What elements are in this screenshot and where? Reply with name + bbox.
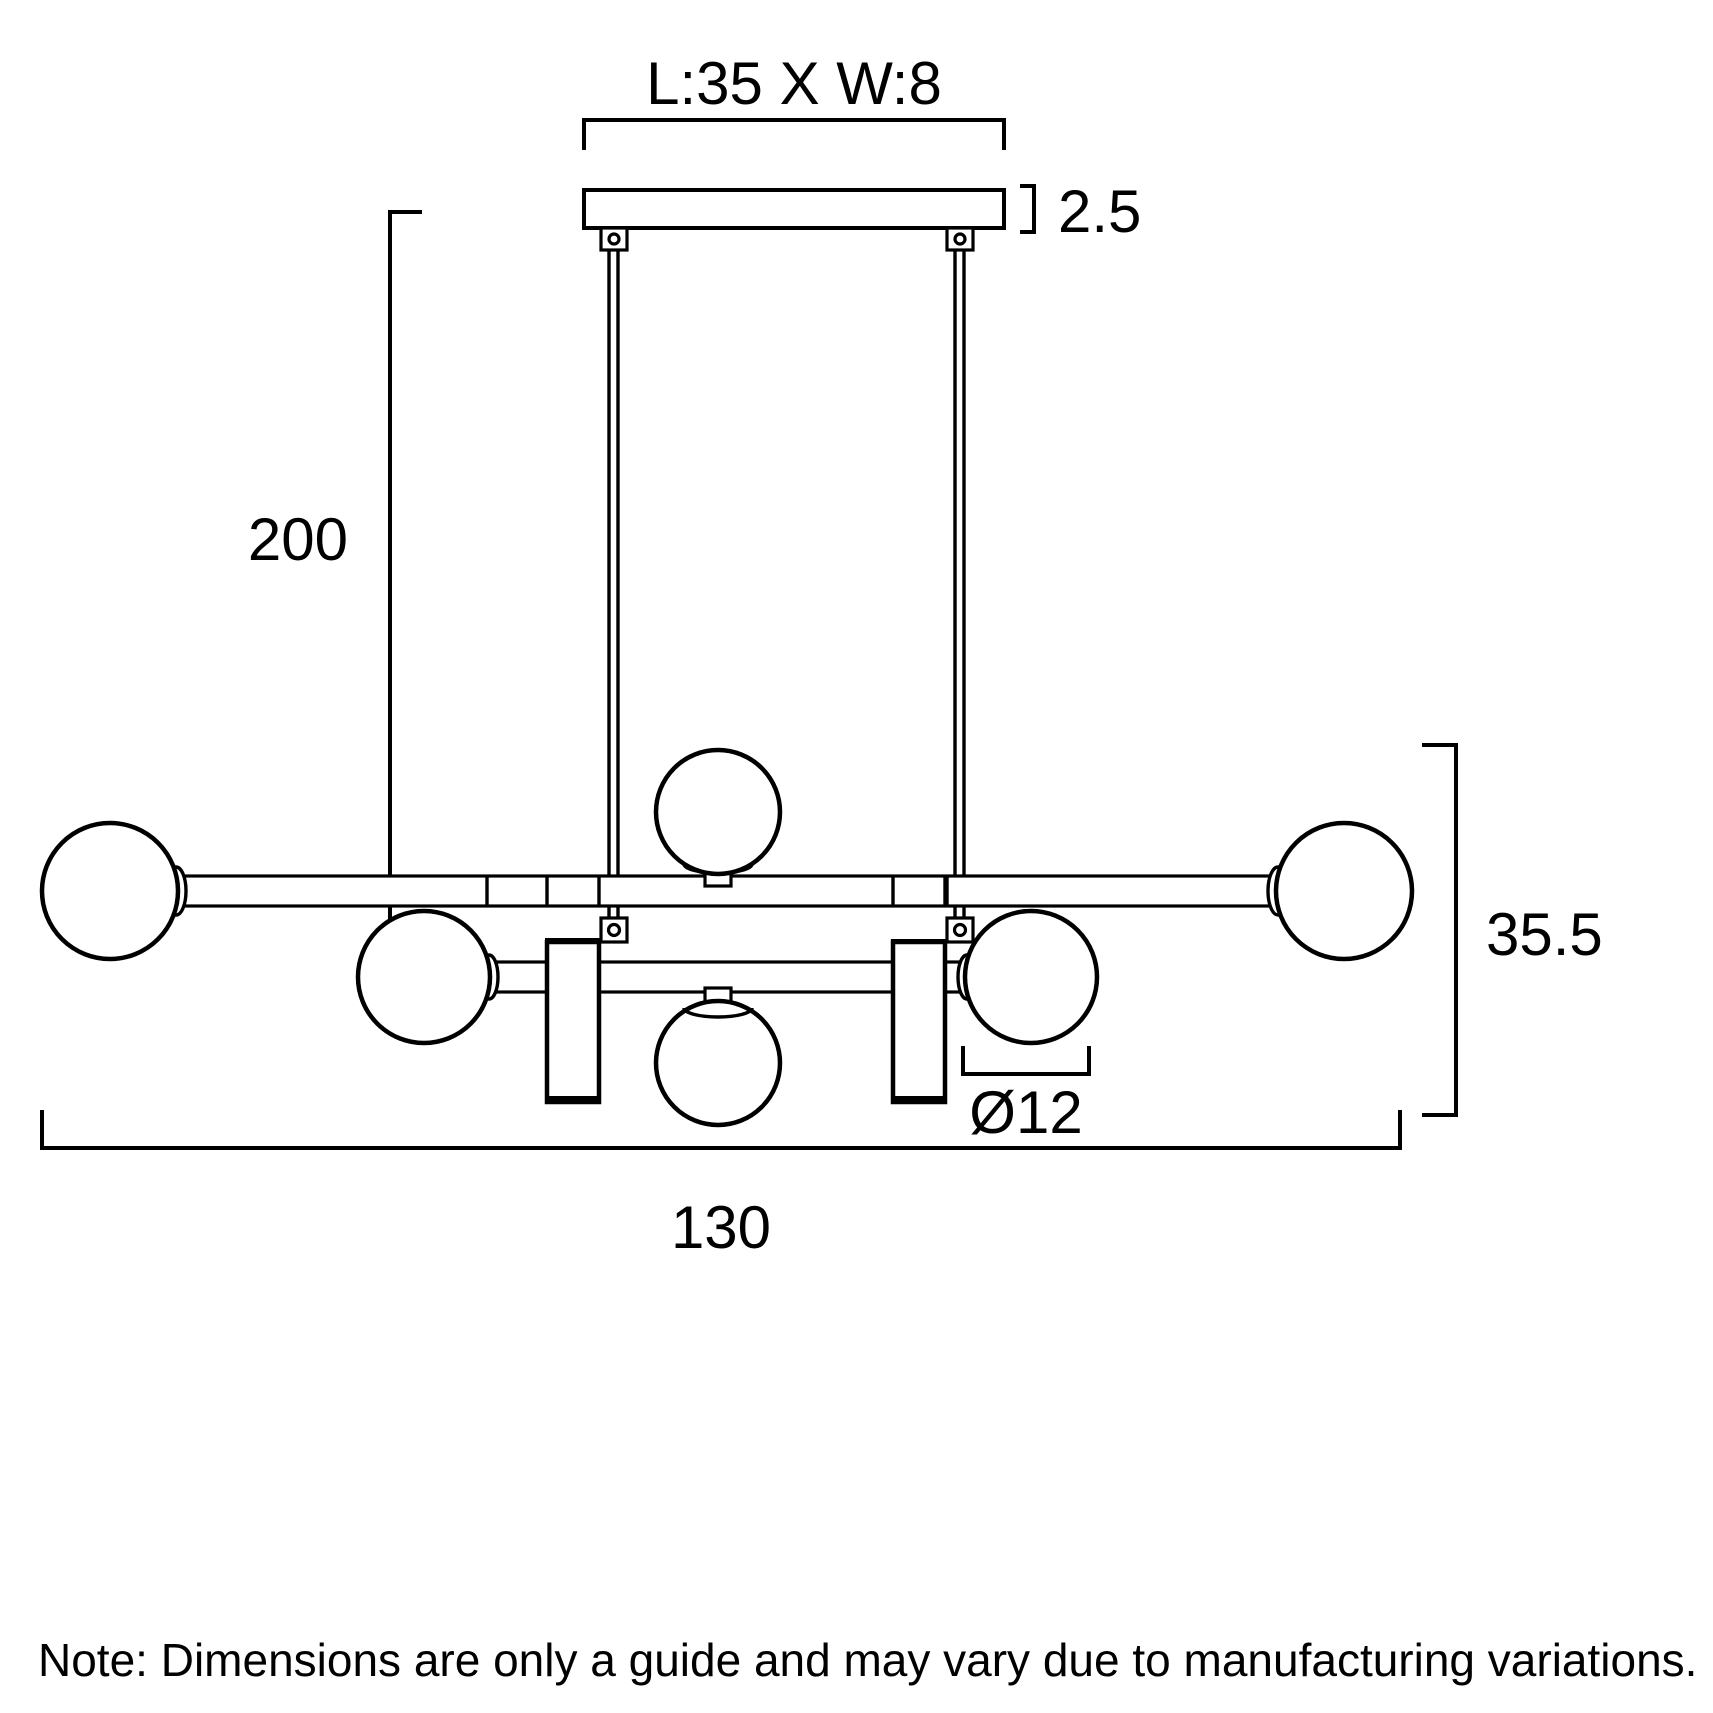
globe-diameter-bracket (961, 1046, 1091, 1076)
overall-height-bracket (1422, 743, 1458, 1117)
globe-right-outer-sphere (1273, 820, 1415, 962)
rod-right-canopy-hook-pin (953, 232, 967, 246)
overall-width-label: 130 (671, 1194, 771, 1261)
globe-lower-center-collar-arc (682, 1007, 754, 1019)
globe-lower-right (956, 908, 1100, 1046)
overall-height-dimension (1422, 743, 1458, 1117)
canopy-width-dimension (582, 118, 1006, 150)
connector-post-right-tall (890, 939, 948, 1105)
canopy-thickness-label: 2.5 (1058, 178, 1141, 245)
drop-height-dimension (388, 210, 422, 927)
globe-right-outer (1266, 820, 1415, 962)
globe-left-outer (39, 820, 188, 962)
canopy-thickness-bracket (1020, 184, 1036, 234)
suspension-rod-left (599, 226, 629, 944)
arm-post-intersections (545, 876, 947, 906)
connector-post-right-cap (893, 1096, 945, 1103)
canopy-plate (582, 188, 1006, 230)
connector-post-left-tall (544, 939, 602, 1105)
globe-lower-center-sphere (653, 998, 783, 1128)
connector-posts-tall (544, 939, 948, 1105)
canopy-thickness-dimension (1020, 184, 1036, 234)
overall-width-bracket (40, 1110, 1402, 1150)
overall-height-label: 35.5 (1486, 901, 1603, 968)
rod-right-block-hook-pin (952, 922, 968, 938)
ceiling-canopy (582, 188, 1006, 230)
dimensions-note: Note: Dimensions are only a guide and ma… (38, 1634, 1697, 1686)
globe-upper-center (653, 747, 783, 888)
globe-upper-center-sphere (653, 747, 783, 877)
overall-width-dimension (40, 1110, 1402, 1150)
rod-left-block-hook-pin (606, 922, 622, 938)
rod-left-canopy-hook-pin (607, 232, 621, 246)
globe-lower-right-sphere (962, 908, 1100, 1046)
connector-post-left-cap (547, 1096, 599, 1103)
globe-lower-center (653, 986, 783, 1128)
canopy-width-label: L:35 X W:8 (646, 50, 942, 117)
globe-left-outer-sphere (39, 820, 181, 962)
suspension-rod-right (945, 226, 975, 944)
globe-lower-left-sphere (355, 908, 493, 1046)
drop-height-dimension-bracket (388, 210, 422, 927)
globe-lower-left (355, 908, 500, 1046)
canopy-width-dimension-bracket (582, 118, 1006, 150)
globe-diameter-label: Ø12 (969, 1079, 1082, 1146)
globe-diameter-dimension (961, 1046, 1091, 1076)
drop-height-label: 200 (248, 506, 348, 573)
